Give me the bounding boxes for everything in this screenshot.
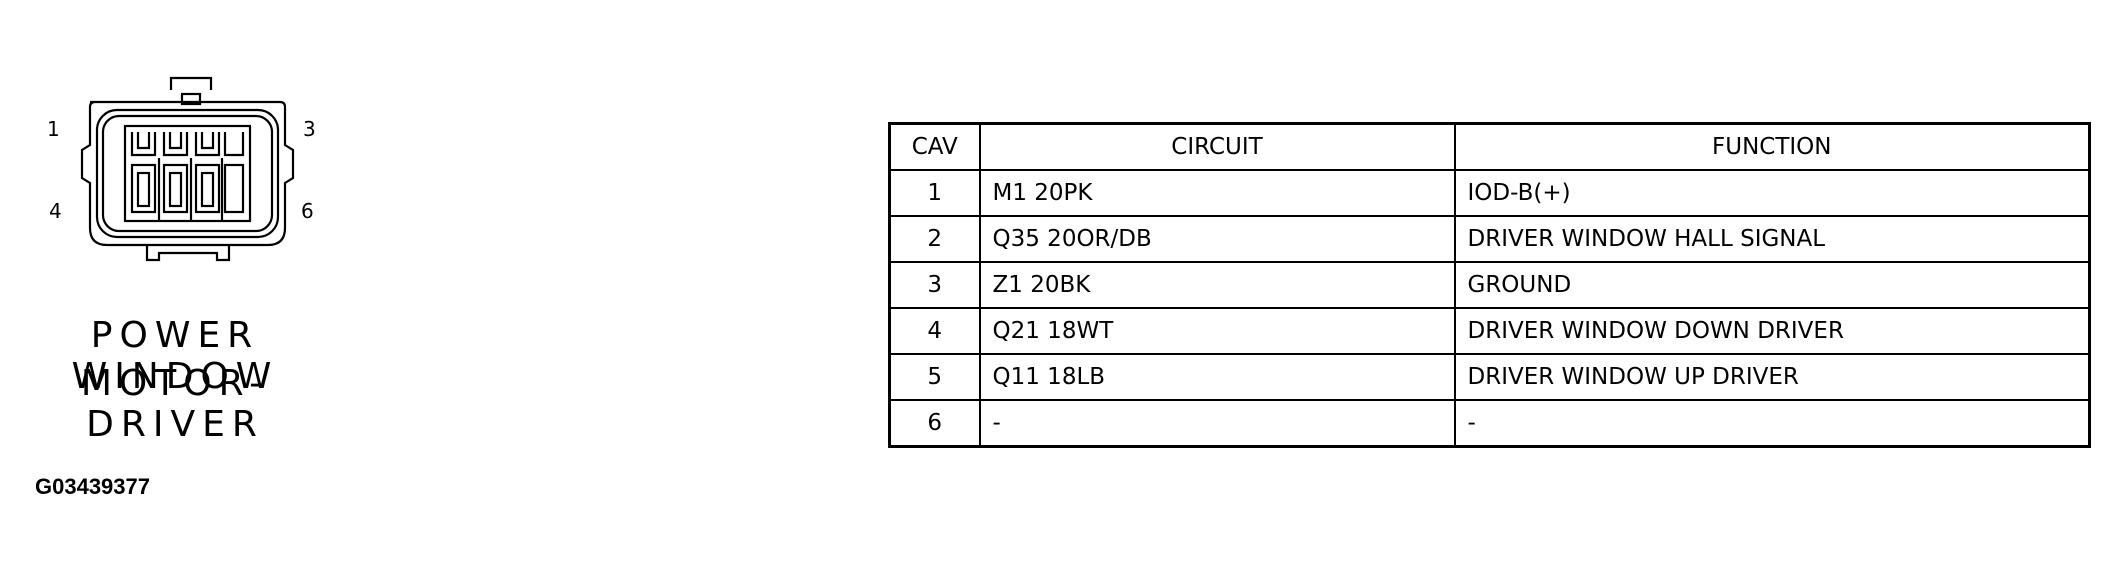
- cell-circuit: Q11 18LB: [978, 353, 1456, 401]
- header-circuit: CIRCUIT: [978, 122, 1456, 171]
- table-row: 3 Z1 20BK GROUND: [888, 261, 2091, 309]
- pin-label-3: 3: [303, 117, 316, 141]
- cell-cav: 3: [888, 261, 981, 309]
- pin-label-4: 4: [49, 199, 62, 223]
- pin-label-1: 1: [47, 117, 60, 141]
- connector-title-line-1: POWER WINDOW: [71, 315, 279, 397]
- cell-function: GROUND: [1453, 261, 2091, 309]
- cell-cav: 1: [888, 169, 981, 217]
- table-row: 2 Q35 20OR/DB DRIVER WINDOW HALL SIGNAL: [888, 215, 2091, 263]
- table-header-row: CAV CIRCUIT FUNCTION: [888, 122, 2091, 171]
- cell-function: IOD-B(+): [1453, 169, 2091, 217]
- table-row: 1 M1 20PK IOD-B(+): [888, 169, 2091, 217]
- connector-title-line-2: MOTOR-DRIVER: [80, 363, 270, 445]
- table-row: 6 - -: [888, 399, 2091, 448]
- cell-cav: 6: [888, 399, 981, 448]
- cell-function: DRIVER WINDOW UP DRIVER: [1453, 353, 2091, 401]
- pin-label-6: 6: [301, 199, 314, 223]
- table-row: 4 Q21 18WT DRIVER WINDOW DOWN DRIVER: [888, 307, 2091, 355]
- cell-cav: 5: [888, 353, 981, 401]
- cell-function: -: [1453, 399, 2091, 448]
- cell-circuit: Z1 20BK: [978, 261, 1456, 309]
- cell-cav: 4: [888, 307, 981, 355]
- cell-circuit: Q35 20OR/DB: [978, 215, 1456, 263]
- cell-function: DRIVER WINDOW DOWN DRIVER: [1453, 307, 2091, 355]
- cell-circuit: Q21 18WT: [978, 307, 1456, 355]
- header-cav: CAV: [888, 122, 981, 171]
- header-function: FUNCTION: [1453, 122, 2091, 171]
- pinout-table: CAV CIRCUIT FUNCTION 1 M1 20PK IOD-B(+) …: [888, 122, 2091, 448]
- cell-cav: 2: [888, 215, 981, 263]
- cell-circuit: -: [978, 399, 1456, 448]
- figure-id: G03439377: [35, 474, 150, 499]
- connector-diagram: 1 3 4 6: [47, 76, 316, 262]
- cell-function: DRIVER WINDOW HALL SIGNAL: [1453, 215, 2091, 263]
- table-row: 5 Q11 18LB DRIVER WINDOW UP DRIVER: [888, 353, 2091, 401]
- cell-circuit: M1 20PK: [978, 169, 1456, 217]
